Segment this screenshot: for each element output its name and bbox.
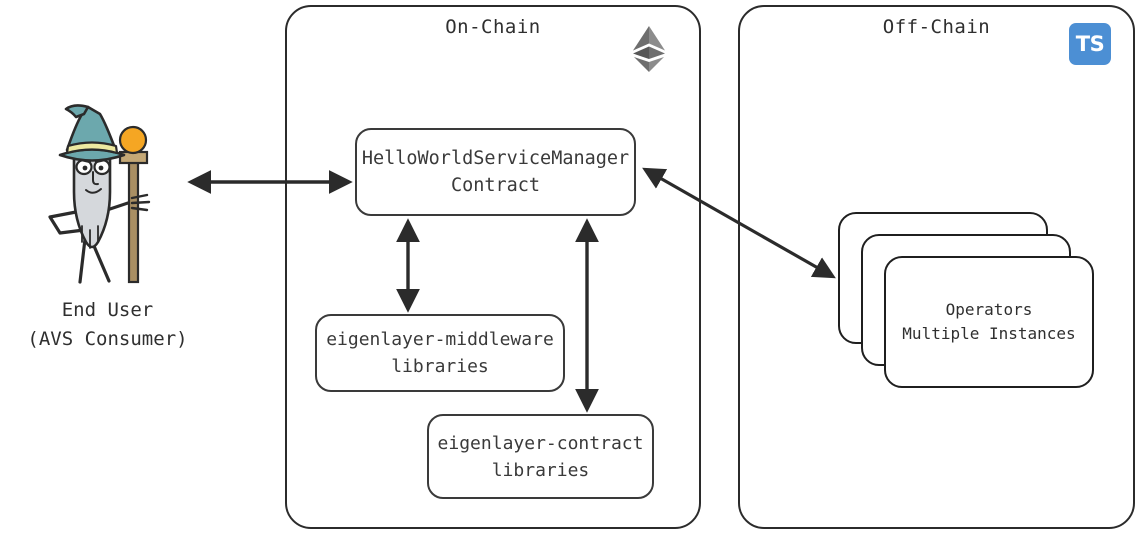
ethereum-icon (632, 26, 666, 72)
typescript-icon-text: TS (1075, 32, 1105, 56)
node-helloworld-service-manager[interactable]: HelloWorldServiceManager Contract (355, 128, 636, 216)
node-eigenlayer-middleware-libraries[interactable]: eigenlayer-middleware libraries (315, 314, 565, 392)
panel-off-chain-title: Off-Chain (882, 16, 991, 38)
typescript-icon: TS (1069, 23, 1111, 65)
node-eigenlayer-contract-libraries[interactable]: eigenlayer-contract libraries (427, 414, 654, 499)
operator-stack: Operators Multiple Instances (838, 212, 1094, 388)
end-user-label: End User (AVS Consumer) (27, 299, 188, 350)
node-operators[interactable]: Operators Multiple Instances (884, 256, 1094, 388)
wizard-avatar (28, 100, 178, 285)
panel-on-chain-title: On-Chain (445, 16, 541, 38)
